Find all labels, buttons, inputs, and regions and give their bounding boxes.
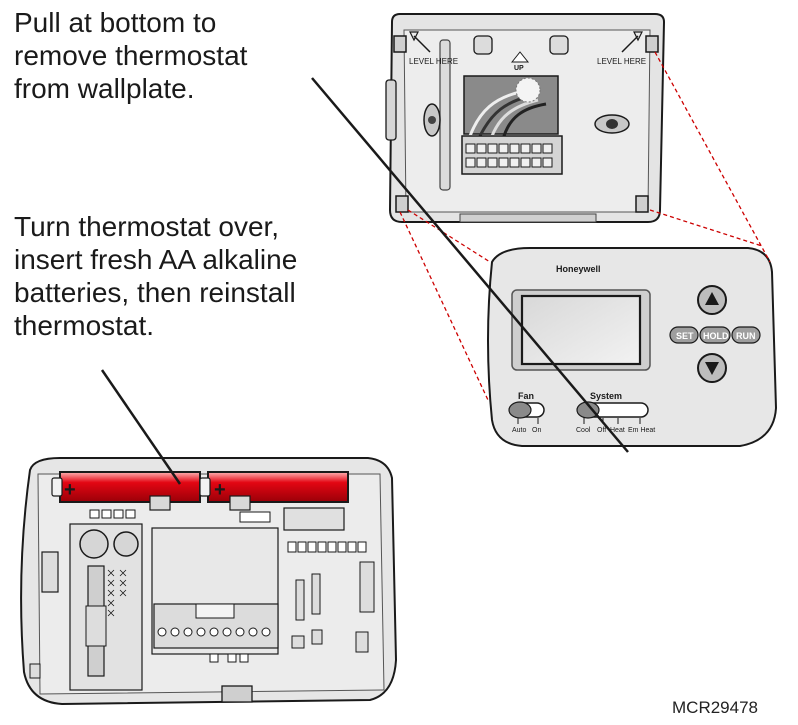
- lcd-screen: [520, 294, 642, 366]
- run-button[interactable]: RUN: [731, 326, 761, 344]
- system-option-heat: Heat: [610, 427, 625, 434]
- battery-instruction-line: batteries, then reinstall: [14, 277, 296, 308]
- system-switch-title: System: [590, 391, 622, 401]
- battery-instruction: Turn thermostat over, insert fresh AA al…: [14, 210, 297, 342]
- temp-down-button[interactable]: [697, 353, 727, 383]
- battery-plus-left: +: [64, 479, 76, 501]
- brand-logo: Honeywell: [556, 264, 601, 274]
- hold-button[interactable]: HOLD: [699, 326, 731, 344]
- thermostat-front: Honeywell SET HOLD RUN Fan: [487, 247, 778, 447]
- system-option-cool: Cool: [576, 427, 591, 434]
- hold-button-label: HOLD: [703, 331, 729, 341]
- battery-plus-right: +: [214, 479, 226, 501]
- temp-up-button[interactable]: [697, 285, 727, 315]
- fan-option-on: On: [532, 427, 541, 434]
- fan-switch[interactable]: [508, 401, 545, 419]
- level-here-right-label: LEVEL HERE: [597, 57, 646, 66]
- leader-line-remove: [311, 77, 629, 453]
- up-arrow-icon: [510, 51, 530, 63]
- arrow-icon: [621, 35, 639, 53]
- remove-instruction: Pull at bottom to remove thermostat from…: [14, 6, 247, 105]
- leader-line-battery: [100, 369, 182, 485]
- leader-lines: [100, 77, 629, 485]
- figure-id: MCR29478: [672, 698, 758, 717]
- fan-switch-knob[interactable]: [508, 401, 532, 419]
- battery-left: +: [51, 471, 201, 503]
- set-button[interactable]: SET: [669, 326, 699, 344]
- wallplate: LEVEL HERE LEVEL HERE UP: [385, 13, 666, 223]
- system-option-off: Off: [597, 427, 606, 434]
- level-here-left-label: LEVEL HERE: [409, 57, 458, 66]
- remove-instruction-line: Pull at bottom to: [14, 7, 217, 38]
- battery-right: +: [199, 471, 349, 503]
- set-button-label: SET: [676, 331, 694, 341]
- system-switch-knob[interactable]: [576, 401, 600, 419]
- thermostat-back: + +: [20, 457, 398, 706]
- alignment-guides: [399, 51, 771, 401]
- system-option-em-heat: Em Heat: [628, 427, 655, 434]
- battery-instruction-line: thermostat.: [14, 310, 155, 341]
- fan-switch-title: Fan: [518, 391, 534, 401]
- battery-instruction-line: Turn thermostat over,: [14, 211, 280, 242]
- remove-instruction-line: from wallplate.: [14, 73, 195, 104]
- remove-instruction-line: remove thermostat: [14, 40, 248, 71]
- run-button-label: RUN: [736, 331, 756, 341]
- battery-instruction-line: insert fresh AA alkaline: [14, 244, 298, 275]
- fan-option-auto: Auto: [512, 427, 527, 434]
- triangle-down-icon: [705, 362, 719, 375]
- arrow-icon: [413, 35, 431, 53]
- triangle-up-icon: [705, 292, 719, 305]
- up-label: UP: [514, 65, 524, 72]
